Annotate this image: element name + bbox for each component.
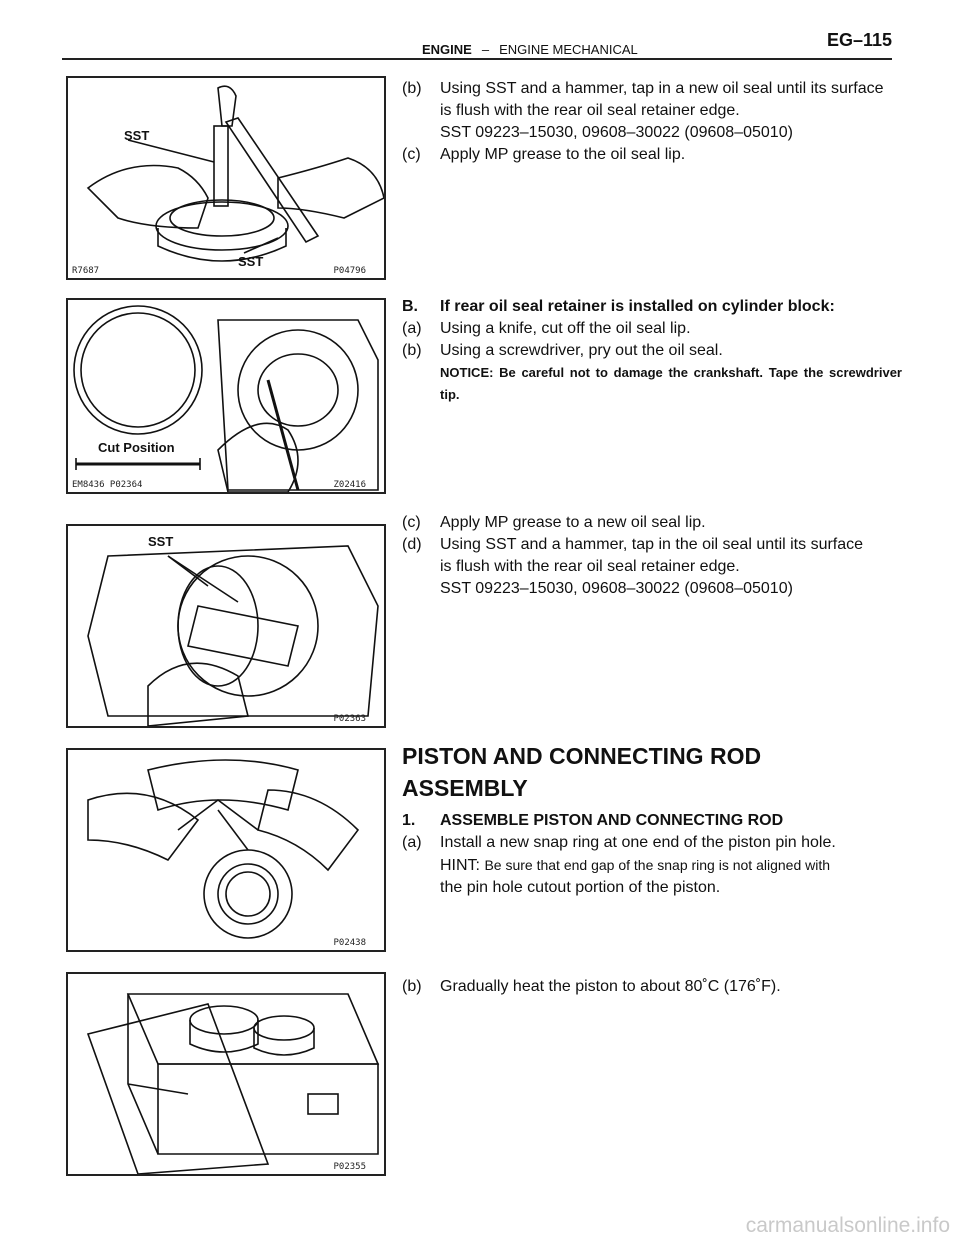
- figure-code-right: P02438: [333, 938, 366, 948]
- step-label: (a): [402, 320, 422, 337]
- header-dash: –: [481, 42, 490, 57]
- step-a: (a) Using a knife, cut off the oil seal …: [402, 318, 902, 340]
- watermark: carmanualsonline.info: [745, 1214, 950, 1237]
- snap-ring-illustration: [87, 759, 360, 939]
- sst-number: SST 09223–15030, 09608–30022 (09608–0501…: [440, 580, 793, 597]
- section-piston-rod: PISTON AND CONNECTING ROD ASSEMBLY 1. AS…: [402, 740, 902, 899]
- hint-line2: the pin hole cutout portion of the pisto…: [440, 879, 721, 896]
- step-b: (b) Using SST and a hammer, tap in a new…: [402, 78, 902, 100]
- subsection-title: B. If rear oil seal retainer is installe…: [402, 296, 902, 318]
- sst-block-illustration: [87, 545, 379, 726]
- hint-label: HINT:: [440, 857, 480, 874]
- step-text: Apply MP grease to the oil seal lip.: [440, 146, 686, 163]
- section-heat-piston: (b) Gradually heat the piston to about 8…: [402, 976, 902, 998]
- piston-heater-illustration: [86, 993, 380, 1174]
- step-c: (c) Apply MP grease to a new oil seal li…: [402, 512, 902, 534]
- figure-sst-block: SST P02363: [66, 524, 386, 728]
- step-text: ASSEMBLE PISTON AND CONNECTING ROD: [440, 812, 784, 829]
- header-section-name: ENGINE: [422, 42, 472, 57]
- step-b: (b) Gradually heat the piston to about 8…: [402, 976, 902, 998]
- subsection-label: B.: [402, 298, 418, 315]
- page-header: ENGINE–ENGINE MECHANICAL EG–115: [62, 28, 892, 60]
- figure-piston-heater: P02355: [66, 972, 386, 1176]
- callout-sst-bottom: SST: [238, 254, 264, 269]
- header-section: ENGINE–ENGINE MECHANICAL: [422, 42, 638, 57]
- callout-sst-top: SST: [124, 128, 150, 143]
- hint: HINT: Be sure that end gap of the snap r…: [402, 854, 902, 877]
- page-number: EG–115: [826, 30, 892, 50]
- step-a: (a) Install a new snap ring at one end o…: [402, 832, 902, 854]
- step-d: (d) Using SST and a hammer, tap in the o…: [402, 534, 902, 556]
- figure-cut-position: Cut Position EM8436 P02364 Z02416: [66, 298, 386, 494]
- step-b: (b) Using a screwdriver, pry out the oil…: [402, 340, 902, 362]
- step-text: Using a knife, cut off the oil seal lip.: [440, 320, 691, 337]
- oil-seal-install-illustration: [86, 85, 384, 262]
- figure-code-left: EM8436 P02364: [72, 480, 143, 490]
- section-retainer-on-block: B. If rear oil seal retainer is installe…: [402, 296, 902, 406]
- step-label: (a): [402, 834, 422, 851]
- step-text: Install a new snap ring at one end of th…: [440, 834, 836, 851]
- step-text: Using SST and a hammer, tap in the oil s…: [440, 536, 864, 553]
- figure-code-left: R7687: [72, 266, 100, 276]
- step-label: (b): [402, 342, 422, 359]
- notice-text: NOTICE: Be careful not to damage the cra…: [440, 365, 902, 402]
- step-d-line2: is flush with the rear oil seal retainer…: [440, 558, 740, 575]
- figure-code-right: P02363: [333, 714, 366, 724]
- header-subsection: ENGINE MECHANICAL: [499, 42, 638, 57]
- callout-cut-position: Cut Position: [98, 440, 175, 455]
- figure-code-right: P04796: [333, 266, 366, 276]
- figure-code-right: P02355: [333, 1162, 366, 1172]
- figure-oil-seal-install: SST SST R7687 P04796: [66, 76, 386, 280]
- subsection-text: If rear oil seal retainer is installed o…: [440, 298, 835, 315]
- step-label: (c): [402, 514, 421, 531]
- step-label: 1.: [402, 812, 416, 829]
- cut-position-illustration: [73, 305, 379, 492]
- callout-sst: SST: [148, 534, 174, 549]
- step-text: Using a screwdriver, pry out the oil sea…: [440, 342, 723, 359]
- sst-number: SST 09223–15030, 09608–30022 (09608–0501…: [440, 124, 793, 141]
- step-label: (b): [402, 978, 422, 995]
- step-c: (c) Apply MP grease to the oil seal lip.: [402, 144, 902, 166]
- step-b-line2: is flush with the rear oil seal retainer…: [440, 102, 740, 119]
- section-install-oil-seal: (b) Using SST and a hammer, tap in a new…: [402, 78, 902, 166]
- step-label: (d): [402, 536, 422, 553]
- step-1: 1. ASSEMBLE PISTON AND CONNECTING ROD: [402, 810, 902, 832]
- step-text: Using SST and a hammer, tap in a new oil…: [440, 80, 884, 97]
- step-text: Apply MP grease to a new oil seal lip.: [440, 514, 706, 531]
- figure-code-right: Z02416: [333, 480, 366, 490]
- step-label: (c): [402, 146, 421, 163]
- step-label: (b): [402, 80, 422, 97]
- section-install-new-seal: (c) Apply MP grease to a new oil seal li…: [402, 512, 902, 600]
- figure-snap-ring: P02438: [66, 748, 386, 952]
- section-heading-line1: PISTON AND CONNECTING ROD: [402, 743, 762, 769]
- step-text: Gradually heat the piston to about 80˚C …: [440, 978, 781, 995]
- section-heading-line2: ASSEMBLY: [402, 775, 528, 801]
- hint-text: Be sure that end gap of the snap ring is…: [484, 857, 831, 873]
